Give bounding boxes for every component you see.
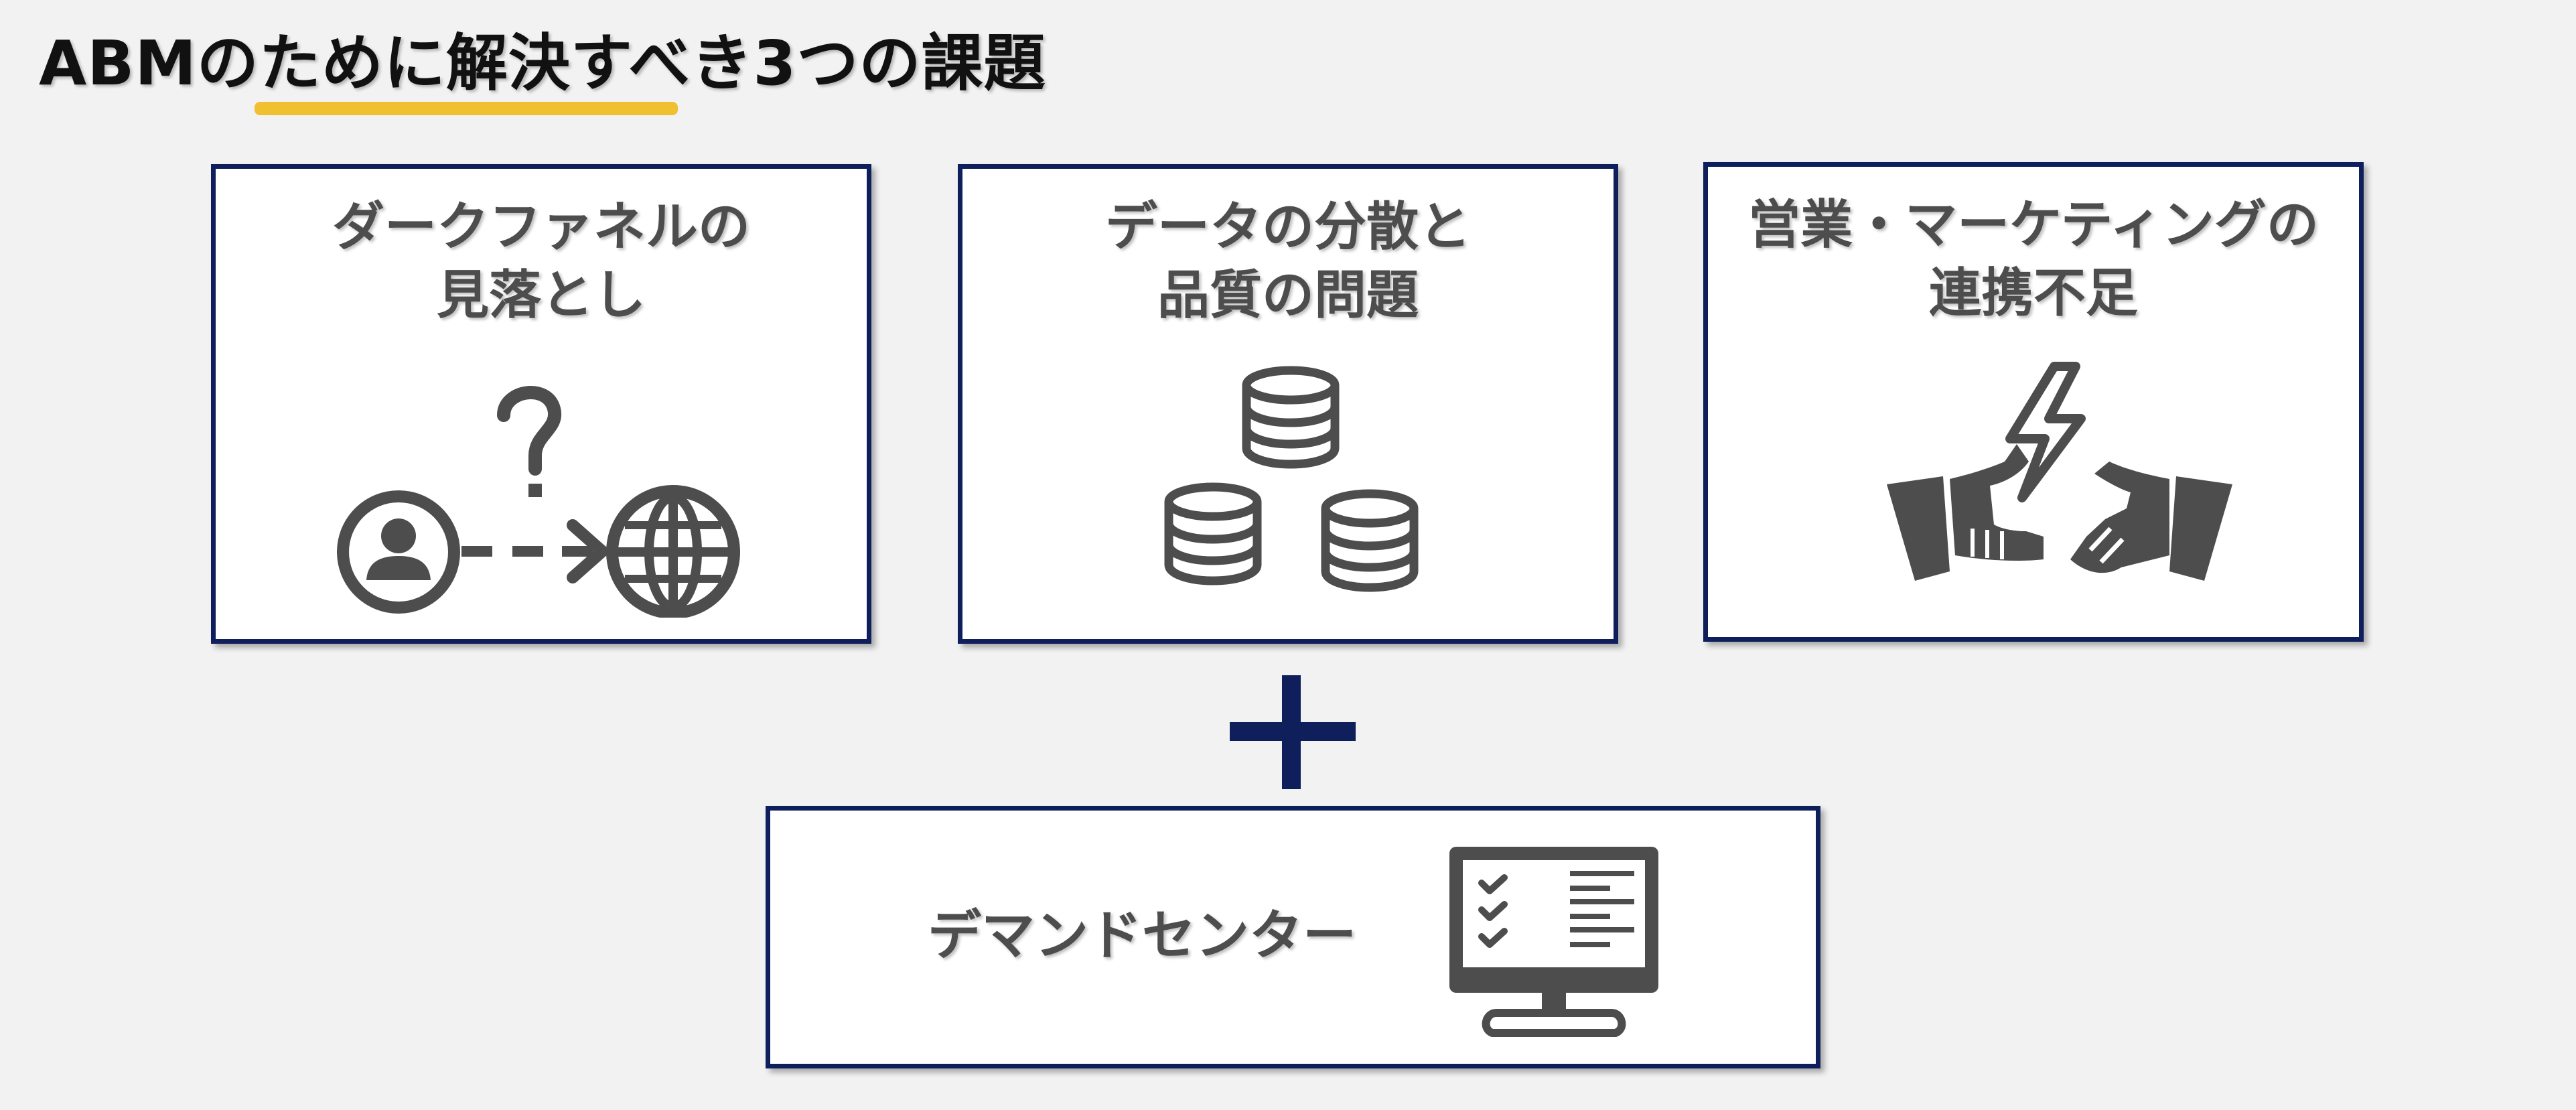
challenge-title: データの分散と 品質の問題 (962, 193, 1614, 330)
person-question-globe-icon (337, 386, 740, 618)
challenge-title-line1: 営業・マーケティングの (1748, 195, 2319, 255)
monitor-checklist-icon (1449, 847, 1658, 1037)
challenge-title-line2: 品質の問題 (1157, 265, 1419, 326)
challenge-card-data-quality: データの分散と 品質の問題 (958, 164, 1618, 644)
database-stack-icon (1164, 366, 1419, 592)
challenge-title-line1: ダークファネルの (332, 197, 750, 257)
challenge-title-line2: 連携不足 (1928, 263, 2138, 324)
challenge-title-line2: 見落とし (436, 265, 646, 326)
solution-label: デマンドセンター (928, 904, 1356, 967)
broken-handshake-icon (1887, 362, 2232, 581)
solution-card-demand-center: デマンドセンター (766, 806, 1820, 1068)
plus-icon (1230, 675, 1356, 789)
challenge-title: 営業・マーケティングの 連携不足 (1708, 191, 2359, 328)
challenge-card-sales-marketing: 営業・マーケティングの 連携不足 (1703, 162, 2364, 642)
challenge-card-dark-funnel: ダークファネルの 見落とし (211, 164, 871, 644)
challenge-title-line1: データの分散と (1104, 197, 1471, 257)
challenge-title: ダークファネルの 見落とし (216, 193, 867, 330)
slide-title: ABMのために解決すべき3つの課題 (39, 27, 1046, 99)
title-underline (255, 102, 678, 115)
